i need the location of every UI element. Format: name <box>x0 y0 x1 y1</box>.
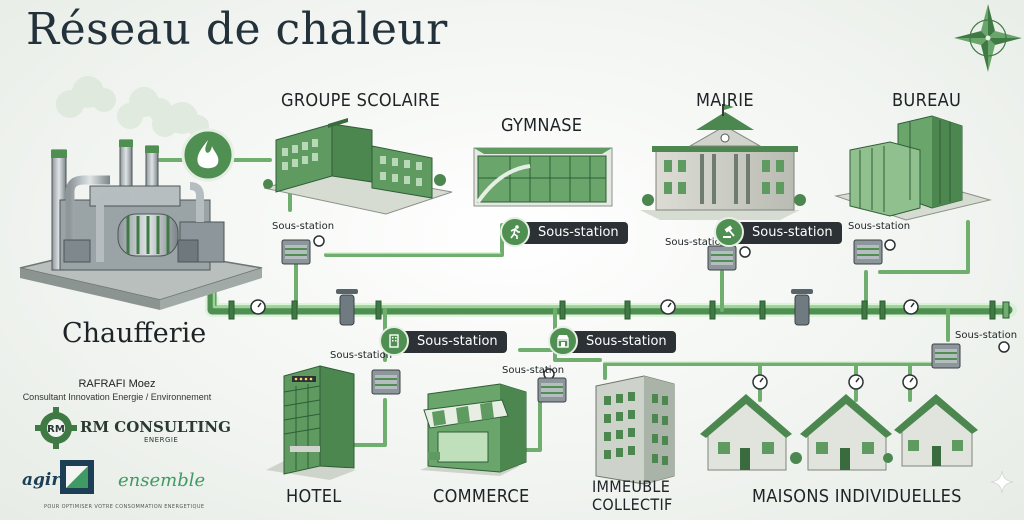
agir-tagline: POUR OPTIMISER VOTRE CONSOMMATION ENERGE… <box>44 504 205 510</box>
sous-station-pill-label: Sous-station <box>538 225 619 240</box>
sous-station-pill-label: Sous-station <box>586 334 667 349</box>
branch-bureau-return <box>878 220 970 274</box>
rm-consulting-name: RM CONSULTING <box>80 418 231 436</box>
branch-maisons-dist <box>603 348 952 380</box>
boiler-plant <box>19 76 263 310</box>
substation-unit <box>281 239 961 403</box>
svg-text:RM: RM <box>47 424 65 435</box>
main-pipe <box>207 250 1013 315</box>
rm-consulting-tagline: ENERGIE <box>144 436 179 444</box>
sous-station-pill-label: Sous-station <box>752 225 833 240</box>
building-bureau <box>834 115 992 221</box>
building-maisons-individuelles <box>700 394 978 471</box>
building-commerce <box>420 383 527 476</box>
label-immeuble-collectif: IMMEUBLE COLLECTIF <box>592 478 673 514</box>
branch-gymnase <box>324 223 504 257</box>
page-title: Réseau de chaleur <box>26 4 448 55</box>
label-gymnase: GYMNASE <box>501 115 583 136</box>
agir-word: agir <box>22 470 61 490</box>
gavel-icon <box>714 217 744 247</box>
label-hotel: HOTEL <box>286 486 342 507</box>
branch-immeuble <box>553 308 602 362</box>
shop-icon <box>548 326 578 356</box>
sparkle-icon <box>990 470 1014 494</box>
author-role: Consultant Innovation Energie / Environn… <box>22 392 212 402</box>
label-commerce: COMMERCE <box>433 486 530 507</box>
sous-station-label-mairie: Sous-station <box>665 237 728 248</box>
sous-station-label-commerce: Sous-station <box>502 365 565 376</box>
building-mairie <box>640 104 806 220</box>
sous-station-pill-hotel: Sous-station <box>379 326 507 356</box>
sous-station-label-bureau: Sous-station <box>848 221 911 232</box>
sous-station-pill-commerce: Sous-station <box>548 326 676 356</box>
rm-consulting-logo: RM CONSULTING ENERGIE <box>34 404 231 450</box>
building-groupe-scolaire <box>263 118 453 215</box>
building-hotel <box>266 365 356 480</box>
ensemble-word: ensemble <box>118 470 206 491</box>
label-bureau: BUREAU <box>892 90 962 111</box>
sous-station-pill-label: Sous-station <box>417 334 498 349</box>
label-immeuble-line1: IMMEUBLE <box>592 477 671 496</box>
agir-ensemble-logo: agir ensemble POUR OPTIMISER VOTRE CONSO… <box>22 458 222 516</box>
sous-station-label-hotel: Sous-station <box>330 350 393 361</box>
label-immeuble-line2: COLLECTIF <box>592 495 673 514</box>
building-gymnase <box>473 147 613 207</box>
sous-station-label-groupe-scolaire: Sous-station <box>272 221 335 232</box>
label-maisons-individuelles: MAISONS INDIVIDUELLES <box>752 486 962 507</box>
sous-station-label-maisons: Sous-station <box>955 330 1018 341</box>
compass-rose-icon <box>954 4 1022 72</box>
house <box>894 394 978 467</box>
sous-station-pill-gymnase: Sous-station <box>500 217 628 247</box>
pipe-joints <box>228 300 1010 320</box>
label-chaufferie: Chaufferie <box>62 318 207 349</box>
agir-ensemble-logo-mark <box>60 460 94 494</box>
pressure-gauge <box>250 235 1010 390</box>
author-block: RAFRAFI Moez Consultant Innovation Energ… <box>12 378 222 402</box>
rm-consulting-logo-mark: RM <box>35 407 77 449</box>
author-name: RAFRAFI Moez <box>78 378 156 390</box>
label-groupe-scolaire: GROUPE SCOLAIRE <box>281 90 441 111</box>
building-icon <box>379 326 409 356</box>
house <box>800 394 892 471</box>
runner-icon <box>500 217 530 247</box>
flame-icon <box>181 128 235 182</box>
valve <box>336 289 813 326</box>
house <box>700 394 792 471</box>
building-immeuble-collectif <box>595 375 675 485</box>
label-mairie: MAIRIE <box>696 90 754 111</box>
sous-station-pill-mairie: Sous-station <box>714 217 842 247</box>
